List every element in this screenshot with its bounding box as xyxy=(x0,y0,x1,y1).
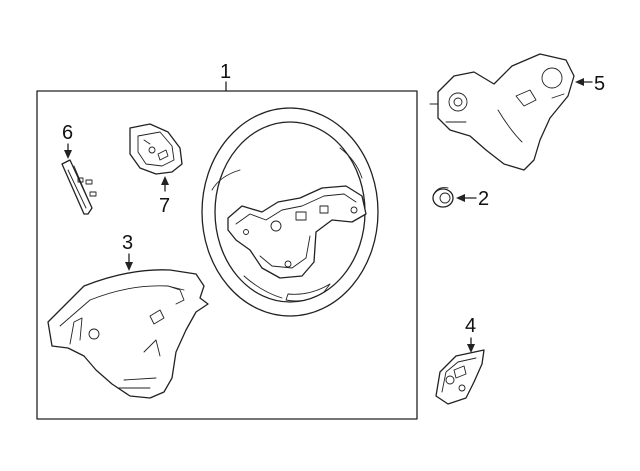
assembly-frame xyxy=(36,81,418,420)
callout-4: 4 xyxy=(465,315,476,337)
grommet-part xyxy=(432,187,454,208)
steering-wheel xyxy=(201,107,379,317)
callout-2: 2 xyxy=(478,188,489,210)
callout-5: 5 xyxy=(594,73,605,95)
trim-strip-part xyxy=(61,159,97,215)
lower-cover-part xyxy=(47,269,209,399)
callout-1: 1 xyxy=(220,61,231,83)
leader-arrows xyxy=(64,78,593,353)
switch-bracket-part xyxy=(129,123,183,175)
callout-3: 3 xyxy=(122,232,133,254)
switch-part xyxy=(435,349,485,405)
callout-6: 6 xyxy=(62,122,73,144)
callout-7: 7 xyxy=(159,195,170,217)
upper-cover-part xyxy=(429,53,575,171)
